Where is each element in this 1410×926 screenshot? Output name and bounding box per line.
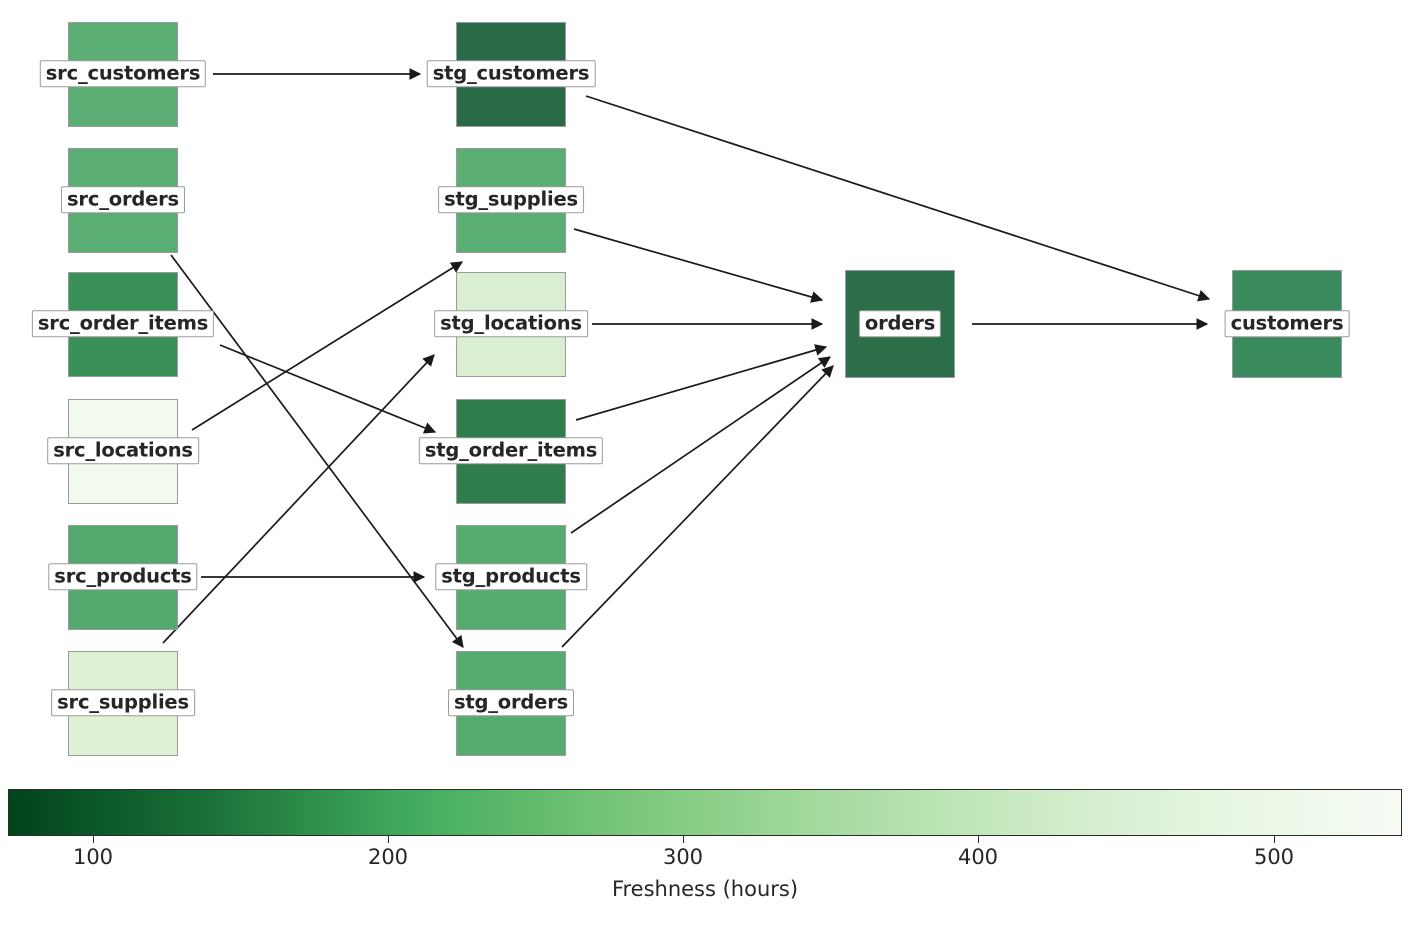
node-label-customers[interactable]: customers (1224, 310, 1350, 338)
node-label-src_supplies[interactable]: src_supplies (51, 689, 195, 717)
edge-src_supplies-to-stg_supplies (162, 354, 435, 644)
node-label-stg_order_items[interactable]: stg_order_items (418, 437, 604, 465)
node-label-src_orders[interactable]: src_orders (61, 186, 185, 214)
colorbar-gradient (8, 789, 1402, 836)
node-label-stg_supplies[interactable]: stg_supplies (438, 186, 584, 214)
node-label-src_customers[interactable]: src_customers (39, 60, 207, 88)
colorbar-tick-400 (978, 836, 980, 843)
colorbar-tick-500 (1274, 836, 1276, 843)
colorbar-ticklabel-300: 300 (662, 845, 704, 869)
node-label-orders[interactable]: orders (858, 310, 942, 338)
colorbar-ticklabel-200: 200 (367, 845, 409, 869)
edge-stg_products-to-orders (570, 356, 831, 534)
colorbar-title: Freshness (hours) (611, 877, 799, 901)
colorbar-ticklabel-400: 400 (957, 845, 999, 869)
edge-src_locations-to-stg_locations (191, 261, 464, 431)
colorbar-ticklabel-500: 500 (1253, 845, 1295, 869)
colorbar: 100 200 300 400 500 Freshness (hours) (8, 789, 1402, 901)
edge-stg_supplies-to-orders (573, 228, 824, 303)
node-label-src_order_items[interactable]: src_order_items (31, 310, 215, 338)
node-label-src_locations[interactable]: src_locations (47, 437, 199, 465)
edge-stg_customers-to-customers (585, 95, 1211, 302)
colorbar-ticklabel-100: 100 (72, 845, 114, 869)
edge-stg_orders-to-orders (561, 365, 834, 648)
node-label-stg_locations[interactable]: stg_locations (434, 310, 588, 338)
node-label-stg_products[interactable]: stg_products (435, 563, 587, 591)
node-label-src_products[interactable]: src_products (48, 563, 198, 591)
node-label-stg_customers[interactable]: stg_customers (426, 60, 596, 88)
edge-src_order_items-to-stg_order_items (219, 344, 437, 434)
colorbar-tick-200 (388, 836, 390, 843)
edge-stg_order_items-to-orders (575, 344, 828, 421)
node-label-stg_orders[interactable]: stg_orders (447, 689, 575, 717)
colorbar-tick-300 (683, 836, 685, 843)
colorbar-tick-100 (93, 836, 95, 843)
